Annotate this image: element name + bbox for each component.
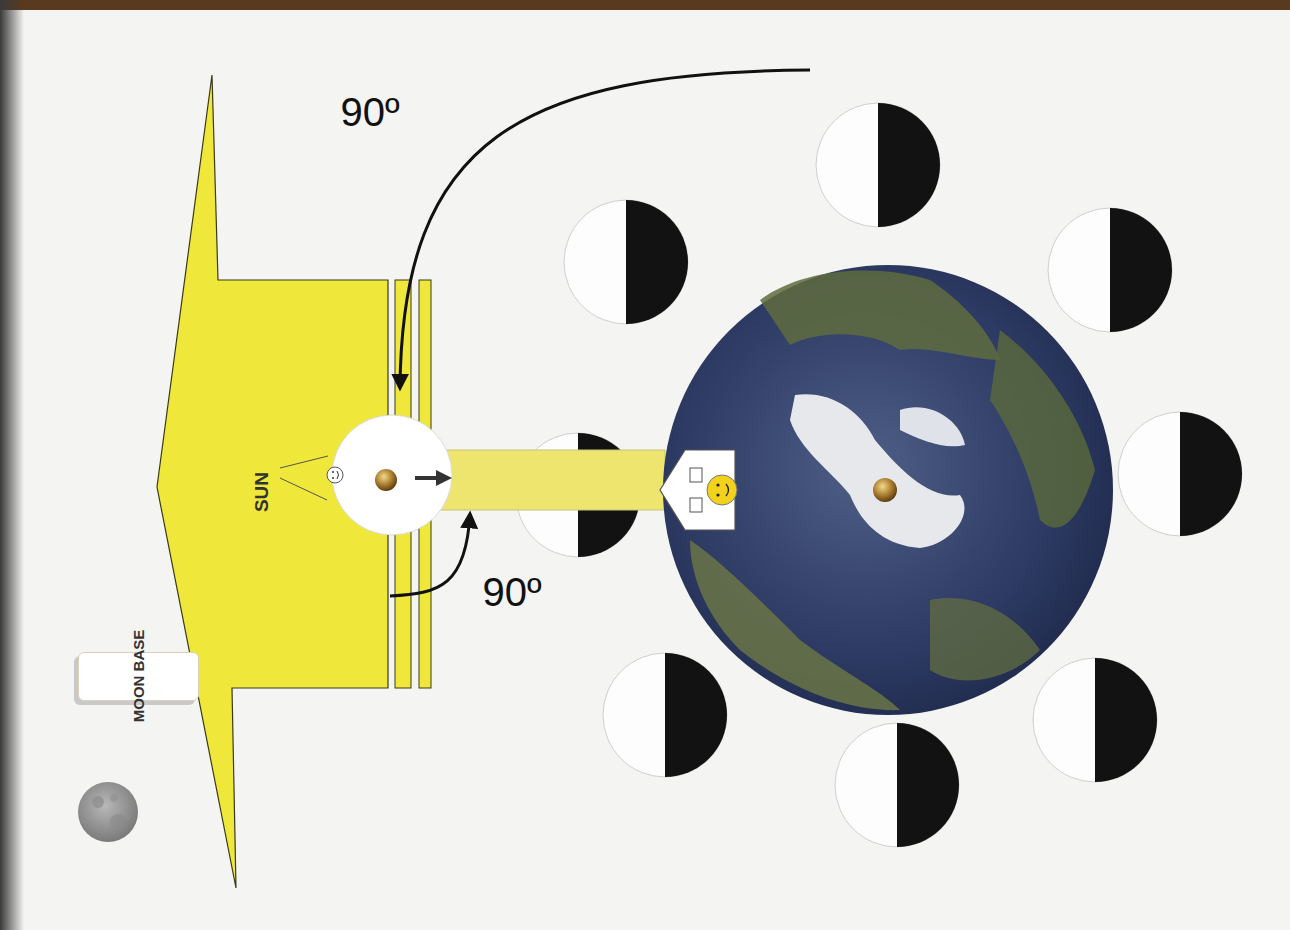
moon-picture	[78, 782, 138, 842]
angle-label: 90º	[340, 90, 399, 135]
moon-phase-disc	[1033, 658, 1157, 782]
direction-arrow	[415, 476, 438, 480]
land	[690, 540, 900, 710]
moon-phase-disc	[1118, 412, 1242, 536]
node-text: MOON BASE	[130, 630, 147, 723]
angle-label: 90º	[482, 570, 541, 615]
pivot-pin	[375, 469, 397, 491]
observer-house	[660, 450, 737, 530]
leader-line	[280, 478, 327, 500]
sun-smiley	[327, 467, 343, 483]
rotation-arrow	[390, 514, 470, 596]
land	[930, 598, 1040, 680]
moon-phase-disc	[816, 103, 940, 227]
moon-phase-disc	[1048, 208, 1172, 332]
sun-disc	[332, 415, 452, 535]
rotating-arm	[440, 450, 665, 510]
earth	[663, 265, 1113, 715]
land	[990, 330, 1095, 528]
rotation-arrow	[400, 70, 810, 388]
moon-base-label: MOON BASE	[78, 652, 199, 701]
leader-line	[280, 456, 328, 468]
land	[760, 270, 1000, 360]
ice-cap	[790, 394, 964, 548]
moon-phase-disc	[564, 200, 688, 324]
ice-cap	[900, 407, 965, 446]
direction-arrow	[436, 470, 452, 486]
moon-phase-disc	[603, 653, 727, 777]
table-edge	[0, 0, 1290, 10]
moon-phase-disc	[835, 723, 959, 847]
pivot-pin	[873, 478, 897, 502]
sun-label: SUN	[251, 472, 273, 512]
shadow-edge	[0, 0, 24, 930]
